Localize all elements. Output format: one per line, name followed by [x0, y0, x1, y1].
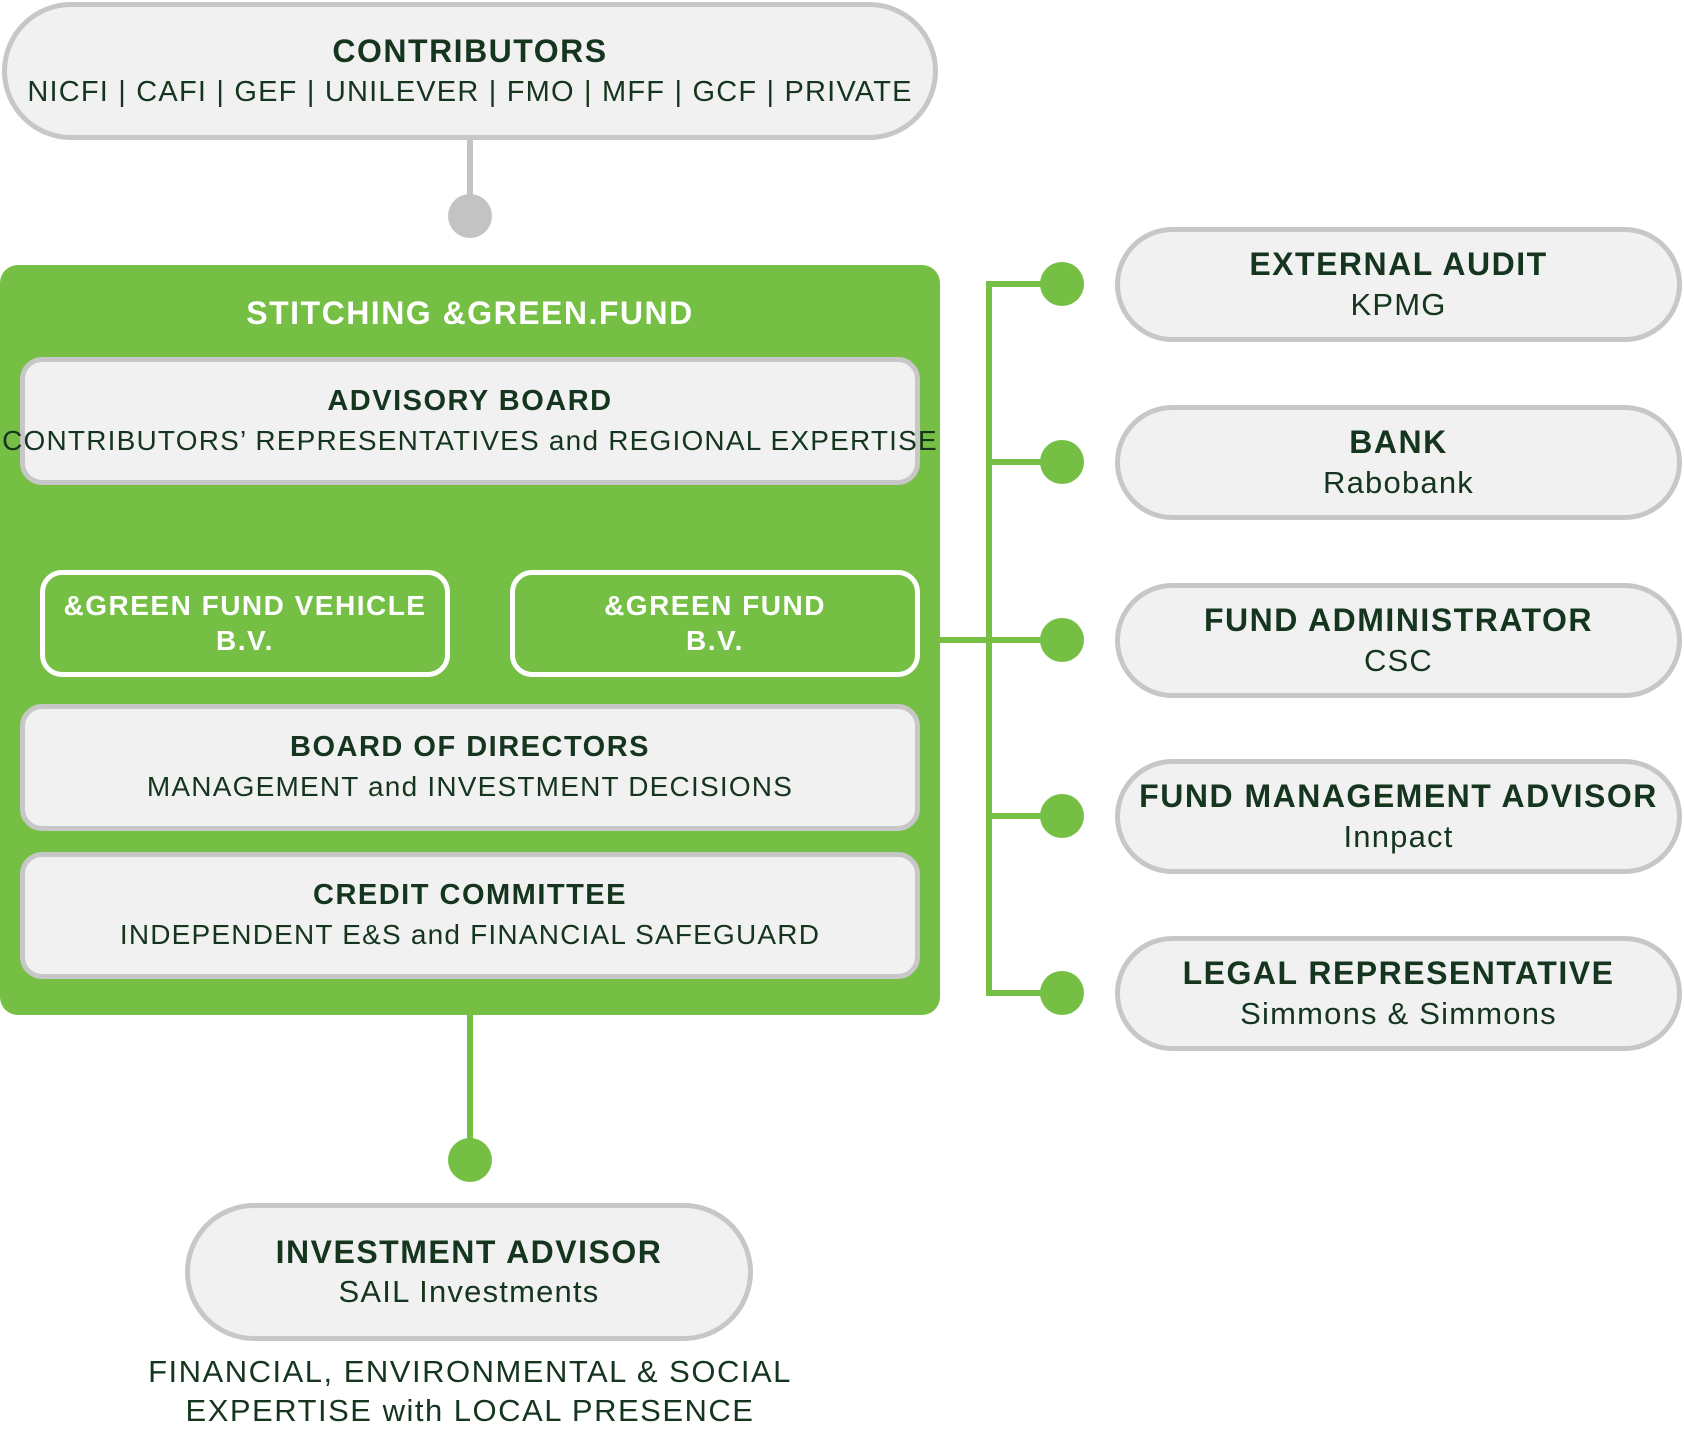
board-of-directors-title: BOARD OF DIRECTORS — [290, 731, 650, 764]
bank-name: Rabobank — [1323, 464, 1474, 500]
investment-advisor-note: FINANCIAL, ENVIRONMENTAL & SOCIAL EXPERT… — [100, 1352, 840, 1430]
board-of-directors-subtitle: MANAGEMENT and INVESTMENT DECISIONS — [146, 771, 794, 803]
fund-management-advisor-name: Innpact — [1343, 818, 1454, 854]
green-fund-bv-line1: &GREEN FUND — [604, 589, 826, 621]
administrator-connector-dot — [1040, 618, 1084, 662]
legal-representative-title: LEGAL REPRESENTATIVE — [1182, 955, 1615, 991]
green-fund-bv-box: &GREEN FUND B.V. — [510, 570, 920, 677]
contributors-box: CONTRIBUTORS NICFI | CAFI | GEF | UNILEV… — [2, 2, 938, 140]
contributors-members: NICFI | CAFI | GEF | UNILEVER | FMO | MF… — [27, 75, 913, 108]
advisory-board-subtitle: CONTRIBUTORS’ REPRESENTATIVES and REGION… — [2, 424, 938, 456]
fund-administrator-box: FUND ADMINISTRATOR CSC — [1115, 583, 1682, 698]
investment-advisor-box: INVESTMENT ADVISOR SAIL Investments — [185, 1203, 753, 1341]
external-audit-title: EXTERNAL AUDIT — [1249, 246, 1548, 282]
contributors-title: CONTRIBUTORS — [332, 32, 608, 69]
green-fund-bv-line2: B.V. — [686, 625, 744, 656]
fund-administrator-title: FUND ADMINISTRATOR — [1203, 602, 1594, 638]
green-fund-vehicle-line1: &GREEN FUND VEHICLE — [63, 589, 427, 621]
fund-management-advisor-title: FUND MANAGEMENT ADVISOR — [1139, 778, 1658, 814]
external-audit-name: KPMG — [1350, 286, 1447, 322]
board-of-directors-box: BOARD OF DIRECTORS MANAGEMENT and INVEST… — [20, 704, 920, 831]
fund-management-advisor-box: FUND MANAGEMENT ADVISOR Innpact — [1115, 759, 1682, 874]
investment-advisor-note-line1: FINANCIAL, ENVIRONMENTAL & SOCIAL — [148, 1354, 792, 1389]
credit-committee-subtitle: INDEPENDENT E&S and FINANCIAL SAFEGUARD — [119, 919, 821, 951]
audit-connector-dot — [1040, 262, 1084, 306]
advisory-board-box: ADVISORY BOARD CONTRIBUTORS’ REPRESENTAT… — [2, 357, 937, 485]
contributors-connector-dot — [448, 194, 492, 238]
bank-box: BANK Rabobank — [1115, 405, 1682, 520]
investment-connector-dot — [448, 1138, 492, 1182]
green-fund-vehicle-line2: B.V. — [216, 625, 274, 656]
investment-advisor-name: SAIL Investments — [338, 1274, 600, 1310]
external-audit-box: EXTERNAL AUDIT KPMG — [1115, 227, 1682, 342]
green-fund-vehicle-box: &GREEN FUND VEHICLE B.V. — [40, 570, 450, 677]
bank-connector-dot — [1040, 440, 1084, 484]
credit-committee-box: CREDIT COMMITTEE INDEPENDENT E&S and FIN… — [20, 852, 920, 979]
fund-title: STITCHING &GREEN.FUND — [246, 295, 694, 331]
legal-representative-box: LEGAL REPRESENTATIVE Simmons & Simmons — [1115, 936, 1682, 1051]
legal-representative-name: Simmons & Simmons — [1240, 995, 1557, 1031]
advisory-board-title: ADVISORY BOARD — [327, 384, 613, 417]
credit-committee-title: CREDIT COMMITTEE — [313, 879, 627, 912]
fund-administrator-name: CSC — [1363, 642, 1434, 678]
investment-advisor-title: INVESTMENT ADVISOR — [275, 1233, 663, 1270]
management-advisor-connector-dot — [1040, 794, 1084, 838]
bank-title: BANK — [1349, 424, 1448, 460]
investment-advisor-note-line2: EXPERTISE with LOCAL PRESENCE — [185, 1393, 755, 1428]
legal-connector-dot — [1040, 971, 1084, 1015]
